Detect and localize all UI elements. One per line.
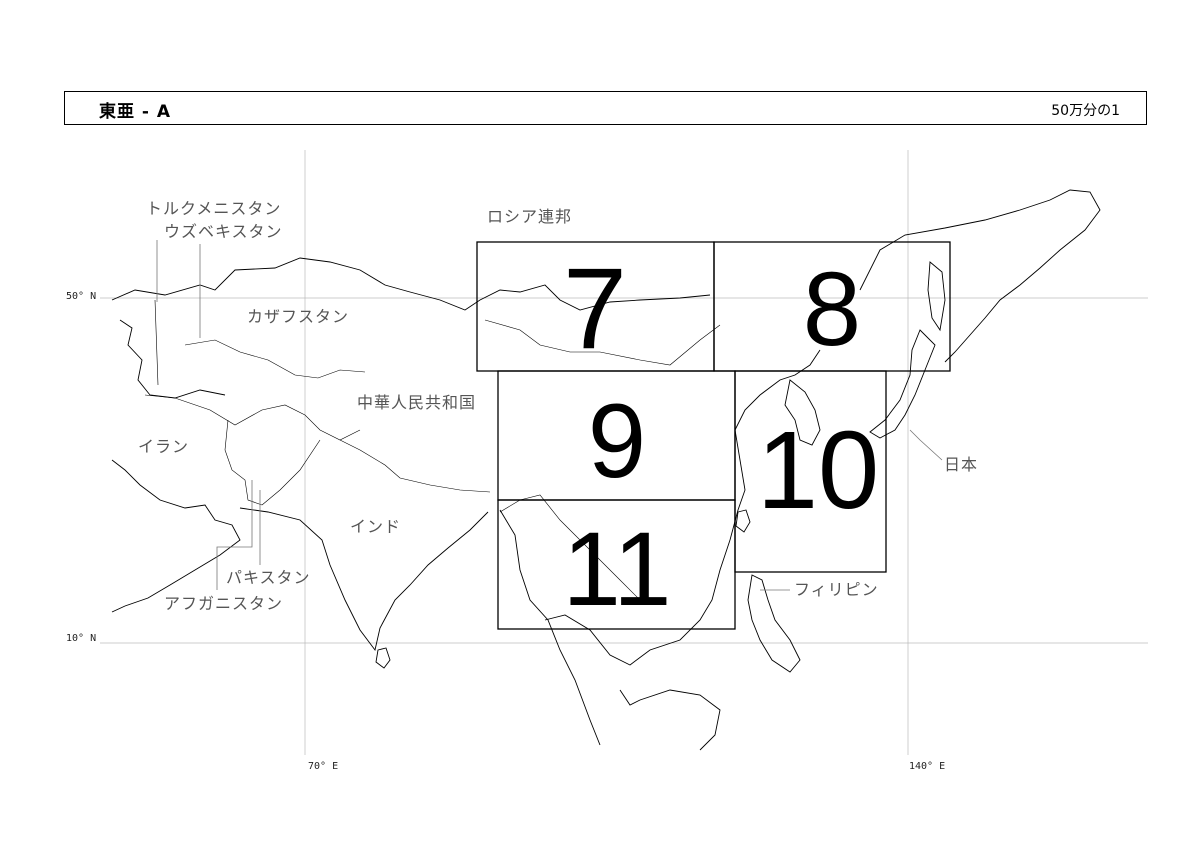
- label-turkmenistan: トルクメニスタン: [146, 199, 281, 218]
- map-header: 東亜 - A 50万分の1: [64, 91, 1147, 125]
- label-philippines: フィリピン: [794, 580, 879, 599]
- label-india: インド: [350, 517, 401, 536]
- border-southeast-asia: [499, 494, 641, 601]
- coastline-taiwan: [735, 509, 751, 533]
- graticule: [100, 150, 1148, 755]
- label-afghanistan: アフガニスタン: [164, 594, 283, 613]
- sheet-10-frame[interactable]: [734, 370, 887, 573]
- coastlines: [111, 189, 1101, 751]
- label-russia: ロシア連邦: [487, 207, 572, 226]
- coastline-southeast-asia: [499, 509, 731, 746]
- border-himalaya: [339, 439, 491, 493]
- coastline-gulf: [111, 459, 241, 613]
- label-uzbekistan: ウズベキスタン: [164, 222, 283, 241]
- coastline-china-east: [729, 349, 821, 541]
- leader-japan: [909, 429, 943, 461]
- coastline-northeast: [859, 189, 1101, 363]
- label-kazakhstan: カザフスタン: [247, 307, 349, 326]
- coastline-caspian: [119, 319, 226, 399]
- label-china: 中華人民共和国: [357, 393, 476, 412]
- coastline-sri-lanka: [375, 647, 391, 669]
- coastline-japan: [869, 329, 936, 439]
- sheet-9-number: 9: [588, 383, 646, 500]
- sheet-grid: [476, 241, 951, 630]
- border-china-mongolia: [484, 319, 721, 366]
- sheet-7-number: 7: [563, 245, 627, 373]
- border-central-asia: [144, 299, 366, 441]
- coastline-india: [239, 507, 489, 652]
- label-pakistan: パキスタン: [226, 568, 311, 587]
- sheet-10-number: 10: [757, 409, 879, 532]
- label-lon-70e: 70° E: [308, 761, 338, 772]
- label-japan: 日本: [944, 455, 978, 474]
- coastline-west: [111, 257, 711, 311]
- label-iran: イラン: [138, 437, 189, 456]
- sheet-11-number: 11: [563, 511, 672, 628]
- label-lat-10n: 10° N: [66, 633, 96, 644]
- leader-lines: [156, 240, 943, 591]
- coastline-philippines: [747, 574, 801, 673]
- borders: [144, 299, 721, 601]
- border-iran-afghan: [224, 419, 321, 506]
- map-title: 東亜 - A: [99, 102, 172, 122]
- label-lat-50n: 50° N: [66, 291, 96, 302]
- sheet-8-number: 8: [803, 251, 861, 368]
- coastline-korea: [784, 379, 821, 446]
- map-scale: 50万分の1: [1051, 103, 1120, 119]
- leader-afghanistan: [216, 480, 253, 590]
- label-lon-140e: 140° E: [909, 761, 945, 772]
- coastline-borneo: [619, 689, 721, 751]
- sheet-11-frame[interactable]: [497, 499, 736, 630]
- coastline-sakhalin: [927, 261, 946, 332]
